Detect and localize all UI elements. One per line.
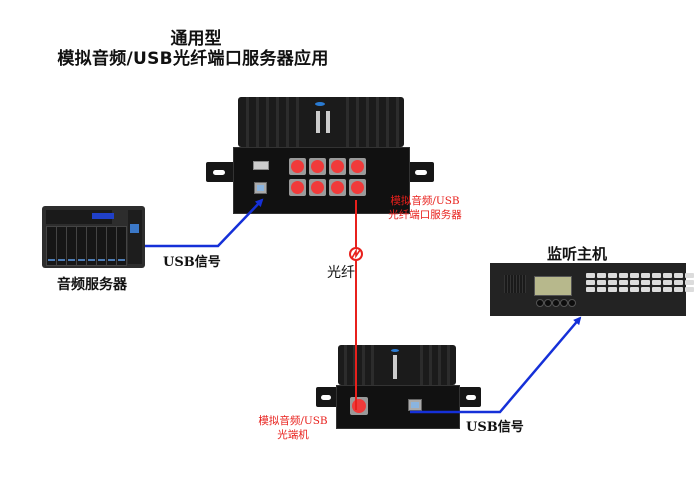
monitor-host-device <box>490 263 694 316</box>
fiber-port-server <box>206 97 434 215</box>
fiber-port-server-label-line2: 光纤端口服务器 <box>388 209 462 221</box>
usb-b-port <box>408 399 422 411</box>
lcd-display <box>92 213 114 219</box>
fiber-transceiver-label: 模拟音频/USB 光端机 <box>253 414 333 442</box>
fiber-port <box>329 158 346 175</box>
fiber-transceiver-label-line1: 模拟音频/USB <box>258 415 328 427</box>
mount-bracket-left <box>206 162 236 182</box>
mount-bracket-right <box>457 387 481 407</box>
monitor-host-label: 监听主机 <box>547 245 608 263</box>
channel-button-grid <box>586 273 694 292</box>
usb-b-port <box>254 182 267 194</box>
brand-logo-icon <box>391 349 399 352</box>
usb-link-right <box>410 316 582 414</box>
fiber-label: 光纤 <box>327 265 355 281</box>
fiber-port <box>329 179 346 196</box>
audio-server-device <box>42 206 145 268</box>
brand-logo-icon <box>315 102 325 106</box>
transceiver-chassis-top <box>338 345 456 385</box>
diagram-title-line2: 模拟音频/USB光纤端口服务器应用 <box>57 49 329 69</box>
device-label-plate <box>326 111 330 133</box>
fiber-transceiver <box>316 345 481 429</box>
audio-server-label: 音频服务器 <box>57 277 127 293</box>
fiber-port <box>309 158 326 175</box>
fiber-port <box>289 179 306 196</box>
usb-signal-label-left: USB信号 <box>163 255 221 270</box>
device-label-plate <box>393 355 397 379</box>
fiber-port <box>289 158 306 175</box>
lcd-display <box>534 276 572 296</box>
server-chassis-top <box>238 97 404 147</box>
fiber-port-server-label-line1: 模拟音频/USB <box>390 195 460 207</box>
fiber-port <box>349 179 366 196</box>
fiber-link-icon <box>349 247 363 261</box>
usb-signal-label-right: USB信号 <box>466 420 524 435</box>
fiber-port <box>309 179 326 196</box>
diagram-title-line1: 通用型 <box>170 29 222 49</box>
usb-a-port <box>253 161 269 170</box>
fiber-port-server-label: 模拟音频/USB 光纤端口服务器 <box>385 194 465 222</box>
status-screen <box>130 224 139 233</box>
fiber-port <box>349 158 366 175</box>
fiber-transceiver-label-line2: 光端机 <box>277 429 309 441</box>
device-label-plate <box>316 111 320 133</box>
mount-bracket-right <box>404 162 434 182</box>
mount-bracket-left <box>316 387 340 407</box>
usb-link-left <box>145 198 264 248</box>
